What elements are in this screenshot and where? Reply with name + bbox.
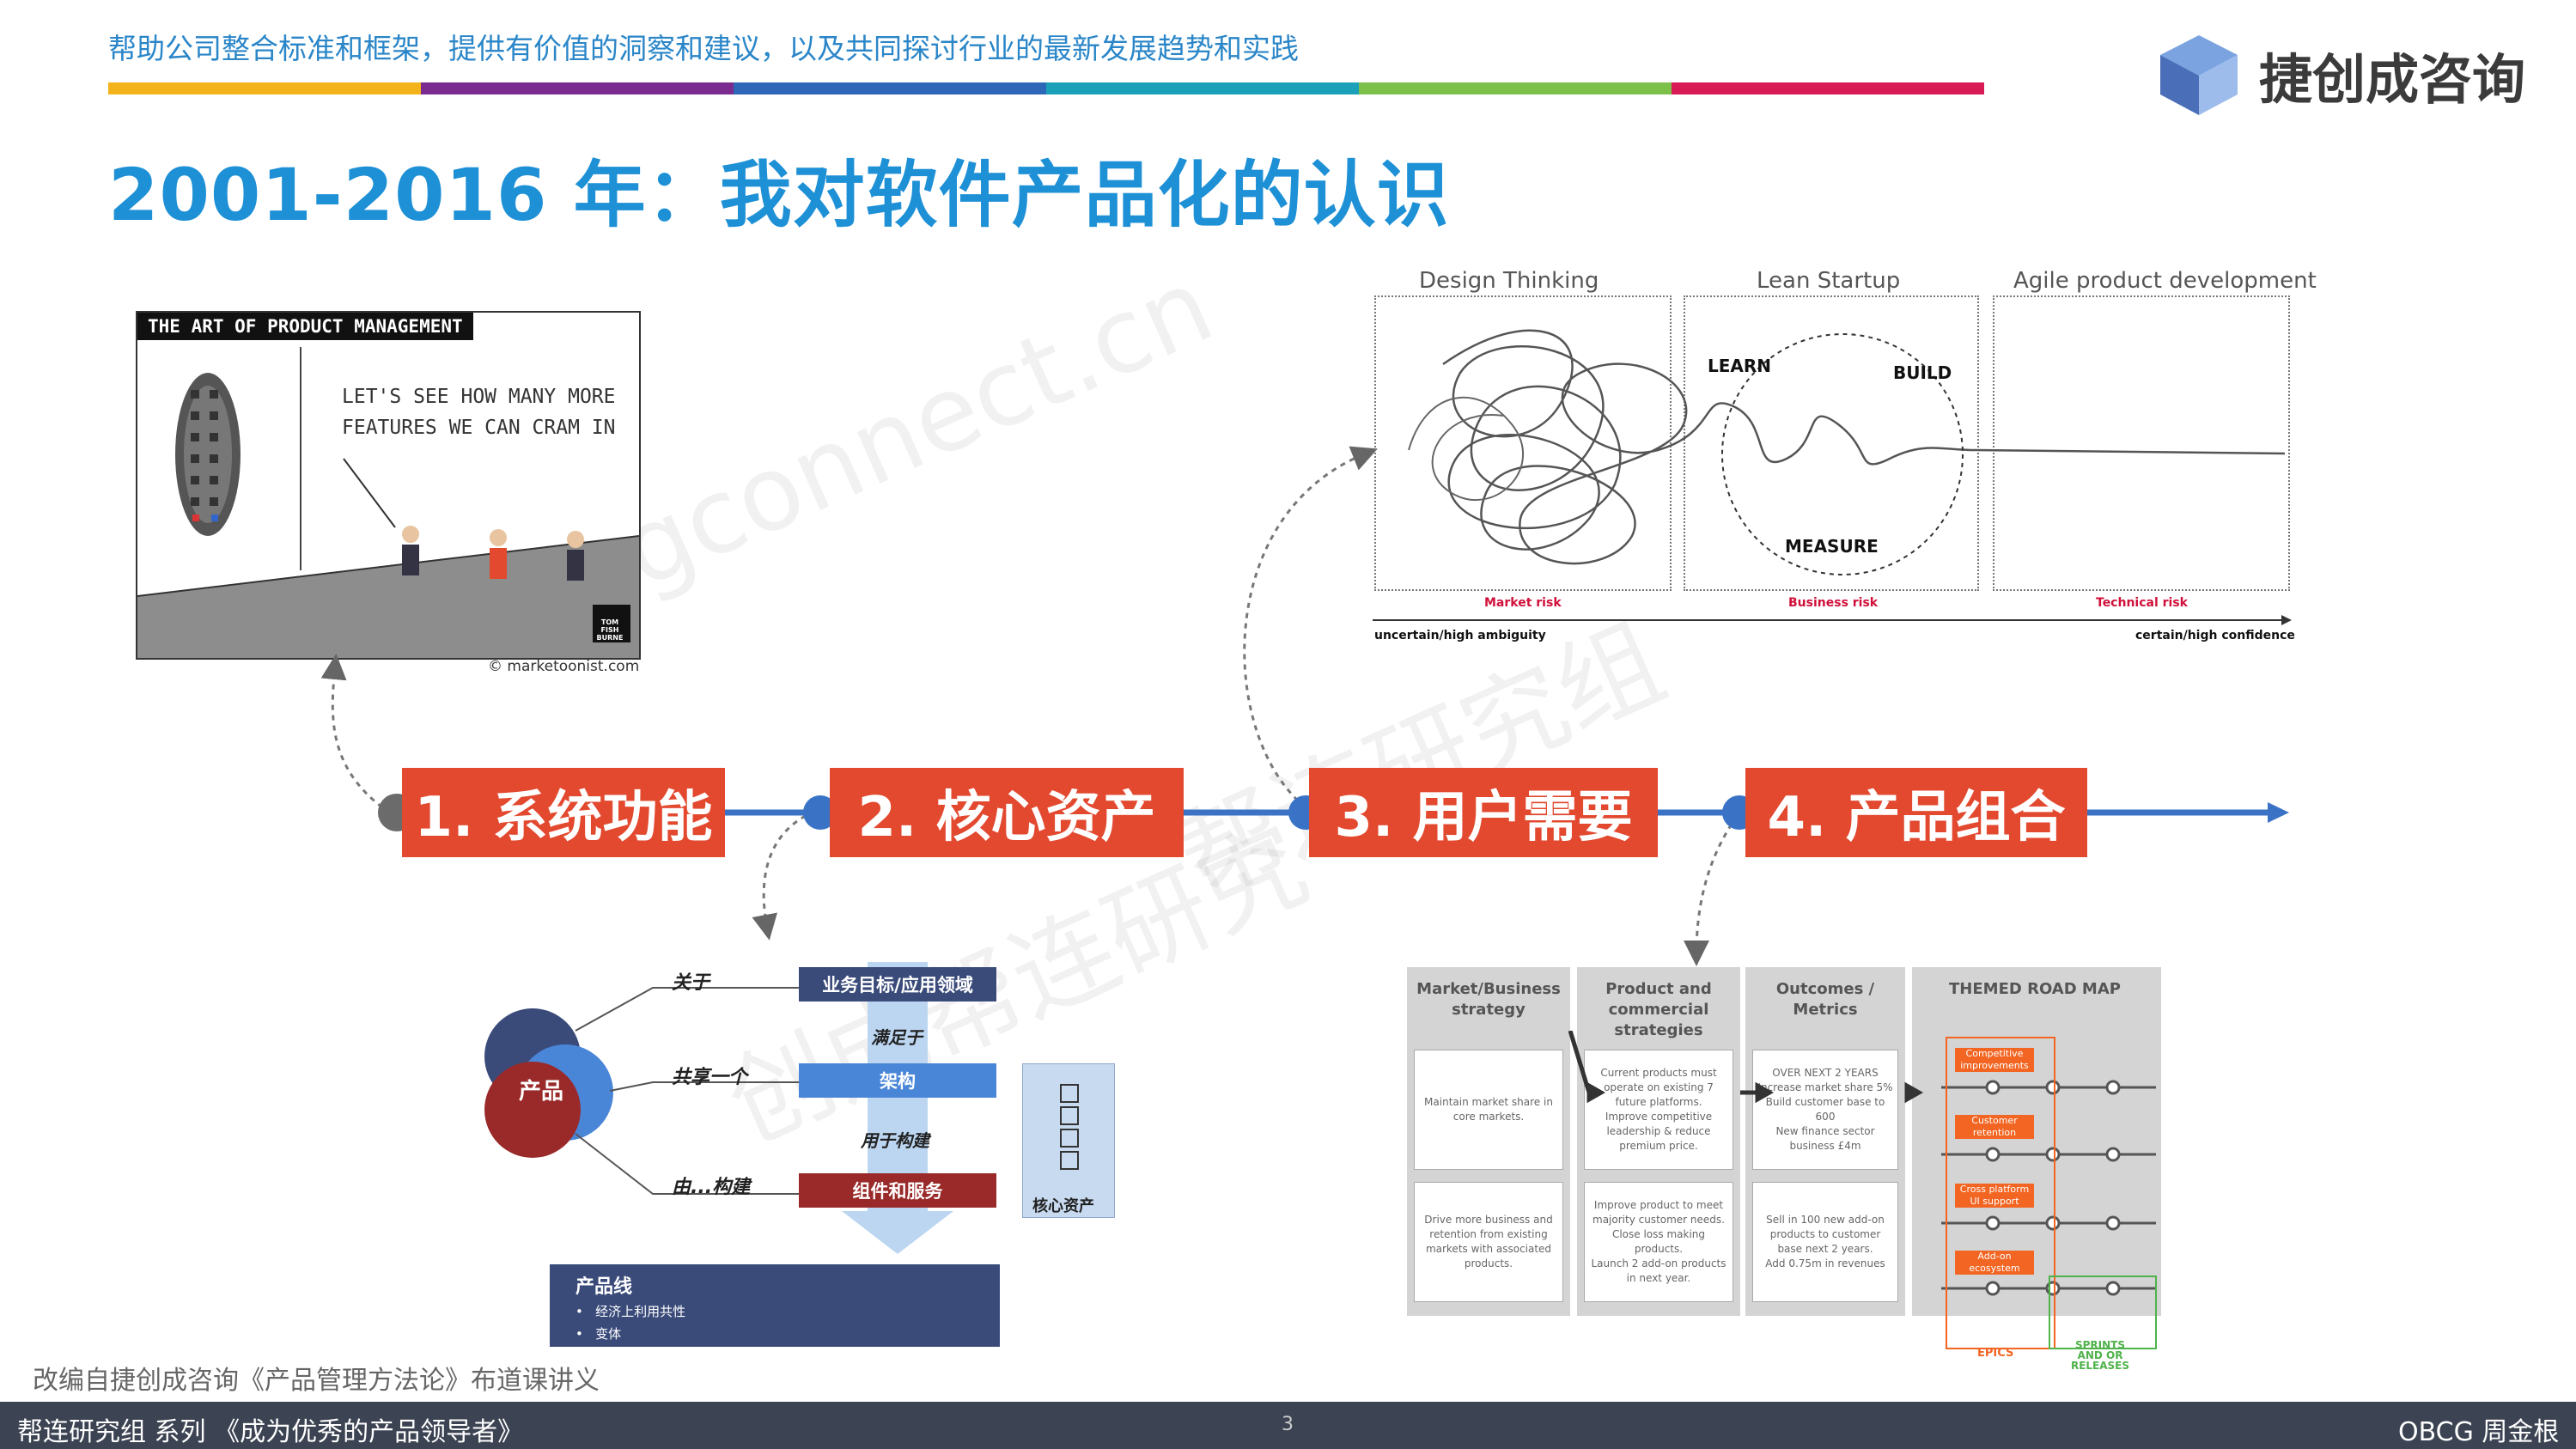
product-line-box-item-text: 经济上利用共性 <box>595 1304 686 1319</box>
product-line-bar-goals: 业务目标/应用领域 <box>799 967 996 1002</box>
risk-label-market: Market risk <box>1484 596 1562 610</box>
header-color-bar <box>108 82 1984 94</box>
timeline-stage-1: 1. 系统功能 <box>402 768 725 857</box>
roadmap-column-head: Outcomes / Metrics <box>1775 980 1875 1019</box>
loop-word-learn: LEARN <box>1708 356 1772 376</box>
axis-label-right: certain/high confidence <box>2135 629 2295 642</box>
roadmap-theme-tag: Add-on ecosystem <box>1955 1251 2034 1275</box>
confidence-axis <box>1373 615 2292 625</box>
logo-text: 捷创成咨询 <box>2259 48 2526 111</box>
roadmap-column-head: Market/Business strategy <box>1416 980 1561 1019</box>
product-line-connectors <box>484 962 953 1254</box>
timeline-arrow <box>378 794 2289 831</box>
core-assets-icon <box>1060 1084 1079 1170</box>
product-line-connector-build: 用于构建 <box>861 1130 929 1151</box>
roadmap-cell: OVER NEXT 2 YEARS Increase market share … <box>1752 1050 1898 1170</box>
cartoon-stamp: TOM FISH BURNE <box>596 618 624 642</box>
product-line-box-item: • 变体 <box>575 1326 622 1342</box>
loop-word-measure: MEASURE <box>1785 536 1879 557</box>
cartoon-title: THE ART OF PRODUCT MANAGEMENT <box>137 313 473 340</box>
risk-label-technical: Technical risk <box>2096 596 2188 610</box>
footer-author: OBCG 周金根 <box>2398 1417 2560 1447</box>
roadmap-cell: Improve product to meet majority custome… <box>1584 1182 1733 1302</box>
product-line-box-title: 产品线 <box>575 1276 633 1298</box>
lean-title-lean-startup: Lean Startup <box>1757 268 1901 294</box>
product-line-box <box>550 1264 1000 1347</box>
footer-bar <box>0 1402 2576 1449</box>
roadmap-cell: Sell in 100 new add-on products to custo… <box>1752 1182 1898 1302</box>
roadmap-cell: Drive more business and retention from e… <box>1414 1182 1563 1302</box>
roadmap-lanes <box>1568 1031 2157 1349</box>
lean-title-agile: Agile product development <box>2013 268 2317 294</box>
roadmap-sprints-label: SPRINTS AND OR RELEASES <box>2070 1339 2130 1372</box>
roadmap-cell: Current products must operate on existin… <box>1584 1050 1733 1170</box>
roadmap-theme-tag: Cross platform UI support <box>1955 1184 2034 1208</box>
loop-word-build: BUILD <box>1893 362 1952 383</box>
logo-cube-icon <box>2160 35 2238 115</box>
timeline-stage-3: 3. 用户需要 <box>1309 768 1658 857</box>
cartoon-credit: © marketoonist.com <box>488 658 640 675</box>
timeline-stage-2: 2. 核心资产 <box>830 768 1184 857</box>
lean-title-design-thinking: Design Thinking <box>1419 268 1599 294</box>
footer-source-note: 改编自捷创成咨询《产品管理方法论》布道课讲义 <box>33 1366 600 1396</box>
roadmap-theme-tag: Customer retention <box>1955 1115 2034 1139</box>
risk-label-business: Business risk <box>1788 596 1879 610</box>
lean-panel-agile <box>1993 295 2290 591</box>
footer-page-number: 3 <box>1282 1414 1294 1435</box>
footer-series: 帮连研究组 系列 《成为优秀的产品领导者》 <box>17 1417 524 1447</box>
product-line-label-share: 共享一个 <box>672 1067 748 1088</box>
product-line-bar-components: 组件和服务 <box>799 1173 996 1208</box>
cartoon-image <box>136 311 641 660</box>
lean-panel-lean-startup <box>1684 295 1979 591</box>
product-line-box-item-text: 变体 <box>595 1326 622 1342</box>
product-line-label-about: 关于 <box>672 972 710 994</box>
product-line-bar-architecture: 架构 <box>799 1063 996 1098</box>
header-tagline: 帮助公司整合标准和框架，提供有价值的洞察和建议，以及共同探讨行业的最新发展趋势和… <box>108 32 1299 65</box>
lean-panel-design-thinking <box>1374 295 1672 591</box>
core-assets-label: 核心资产 <box>1032 1197 1094 1215</box>
cartoon-drawing <box>137 347 639 658</box>
lean-loop-circle <box>1721 333 1964 575</box>
roadmap-column-head: Product and commercial strategies <box>1605 980 1712 1039</box>
roadmap-themed-column <box>1912 967 2161 1316</box>
product-line-connector-satisfy: 满足于 <box>871 1027 923 1048</box>
product-line-label-built-by: 由...构建 <box>672 1177 751 1198</box>
product-circle-label: 产品 <box>519 1079 564 1105</box>
cartoon-speech-bubble: LET'S SEE HOW MANY MORE FEATURES WE CAN … <box>342 386 616 439</box>
axis-label-left: uncertain/high ambiguity <box>1374 629 1546 642</box>
core-assets-box <box>1022 1063 1115 1218</box>
design-squiggle <box>1408 329 2286 565</box>
roadmap-themed-head: THEMED ROAD MAP <box>1949 980 2121 998</box>
roadmap-epics-label: EPICS <box>1977 1347 2014 1360</box>
roadmap-theme-tag: Competitive improvements <box>1955 1048 2034 1072</box>
roadmap-cell: Maintain market share in core markets. <box>1414 1050 1563 1170</box>
product-line-box-item: • 经济上利用共性 <box>575 1304 686 1319</box>
page-title: 2001-2016 年：我对软件产品化的认识 <box>108 153 1450 237</box>
timeline-stage-4: 4. 产品组合 <box>1745 768 2087 857</box>
